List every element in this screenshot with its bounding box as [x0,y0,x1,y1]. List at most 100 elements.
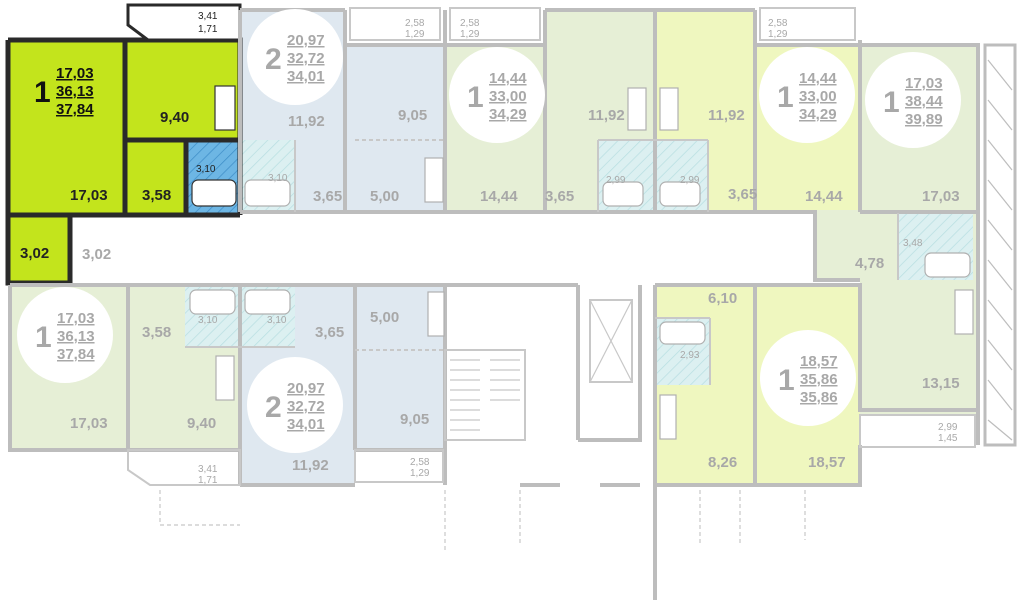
area-total: 36,13 [57,328,95,345]
area-living: 14,44 [489,70,527,87]
room-label: 11,92 [288,113,325,130]
bathtub-icon [659,321,706,345]
fixtures [189,85,974,440]
room-count: 1 [777,81,794,114]
room-count: 1 [883,86,900,119]
room-labels: 9,40 17,03 3,58 3,10 3,02 3,41 1,71 11,9… [20,11,960,486]
room-count: 1 [467,81,484,114]
room-label: 14,44 [480,188,518,205]
badge-circle [247,9,343,105]
area-total: 35,86 [800,371,838,388]
room-label: 17,03 [70,187,108,204]
room-label: 17,03 [922,188,960,205]
area-living: 20,97 [287,32,325,49]
bathtub-icon [924,252,971,278]
room-count: 1 [778,364,795,397]
balcony-label: 1,71 [198,475,218,486]
room-label: 9,05 [400,411,429,428]
room-count: 2 [265,43,282,76]
balcony-label: 3,41 [198,464,218,475]
room-label: 11,92 [292,457,329,474]
apartment-badges: 117,0336,1337,84220,9732,7234,01114,4433… [17,9,961,453]
balcony-label: 1,29 [410,468,430,479]
badge-circle [865,52,961,148]
balcony-label: 2,58 [460,18,480,29]
area-total: 33,00 [489,88,527,105]
bathtub-icon [244,289,291,315]
room-label: 3,58 [142,187,171,204]
balcony-label: 1,29 [460,29,480,40]
room-label: 3,02 [20,245,49,262]
stove-icon [424,157,444,203]
room-label: 3,65 [545,188,574,205]
area-total-balcony: 37,84 [57,346,95,363]
area-total: 32,72 [287,398,325,415]
area-total-balcony: 34,29 [799,106,837,123]
bathtub-icon [659,181,701,207]
room-label: 3,10 [196,164,216,175]
stove-icon [627,87,647,131]
area-total: 38,44 [905,93,943,110]
room-count: 2 [265,391,282,424]
room-label: 5,00 [370,188,399,205]
balcony-label: 1,29 [768,29,788,40]
area-total-balcony: 34,29 [489,106,527,123]
balcony-label: 1,29 [405,29,425,40]
room-label: 3,58 [142,324,171,341]
bathtub-icon [191,179,237,207]
area-total: 36,13 [56,83,94,100]
area-total-balcony: 39,89 [905,111,943,128]
area-total-balcony: 34,01 [287,416,325,433]
area-total-balcony: 34,01 [287,68,325,85]
room-label: 3,10 [198,315,218,326]
balcony-label: 3,41 [198,11,218,22]
stove-icon [427,291,445,337]
balcony-label: 2,99 [938,422,958,433]
room-label: 5,00 [370,309,399,326]
room-label: 3,10 [268,173,288,184]
area-living: 14,44 [799,70,837,87]
walls [8,7,1017,600]
area-living: 20,97 [287,380,325,397]
balcony-label: 1,45 [938,433,958,444]
area-living: 17,03 [905,75,943,92]
bathtub-icon [244,179,291,207]
room-label: 11,92 [708,107,745,124]
balcony-label: 1,71 [198,24,218,35]
badge-circle [449,47,545,143]
room-label: 9,05 [398,107,427,124]
room-label: 2,99 [680,175,700,186]
room-count: 1 [35,321,52,354]
badge-circle [17,287,113,383]
badge-circle [759,47,855,143]
room-label: 6,10 [708,290,737,307]
stove-icon [659,394,677,440]
room-label: 3,02 [82,246,111,263]
room-label: 2,99 [606,175,626,186]
balcony-label: 2,58 [768,18,788,29]
room-label: 3,65 [313,188,342,205]
room-label: 11,92 [588,107,625,124]
balcony-label: 2,58 [410,457,430,468]
area-living: 17,03 [56,65,94,82]
room-label: 3,65 [315,324,344,341]
room-label: 13,15 [922,375,960,392]
selected-apartment[interactable] [5,3,243,286]
area-total-balcony: 35,86 [800,389,838,406]
bathtub-icon [602,181,644,207]
room-label: 3,65 [728,186,757,203]
room-label: 3,48 [903,238,923,249]
balcony-label: 2,58 [405,18,425,29]
room-label: 18,57 [808,454,846,471]
room-label: 8,26 [708,454,737,471]
area-living: 18,57 [800,353,838,370]
